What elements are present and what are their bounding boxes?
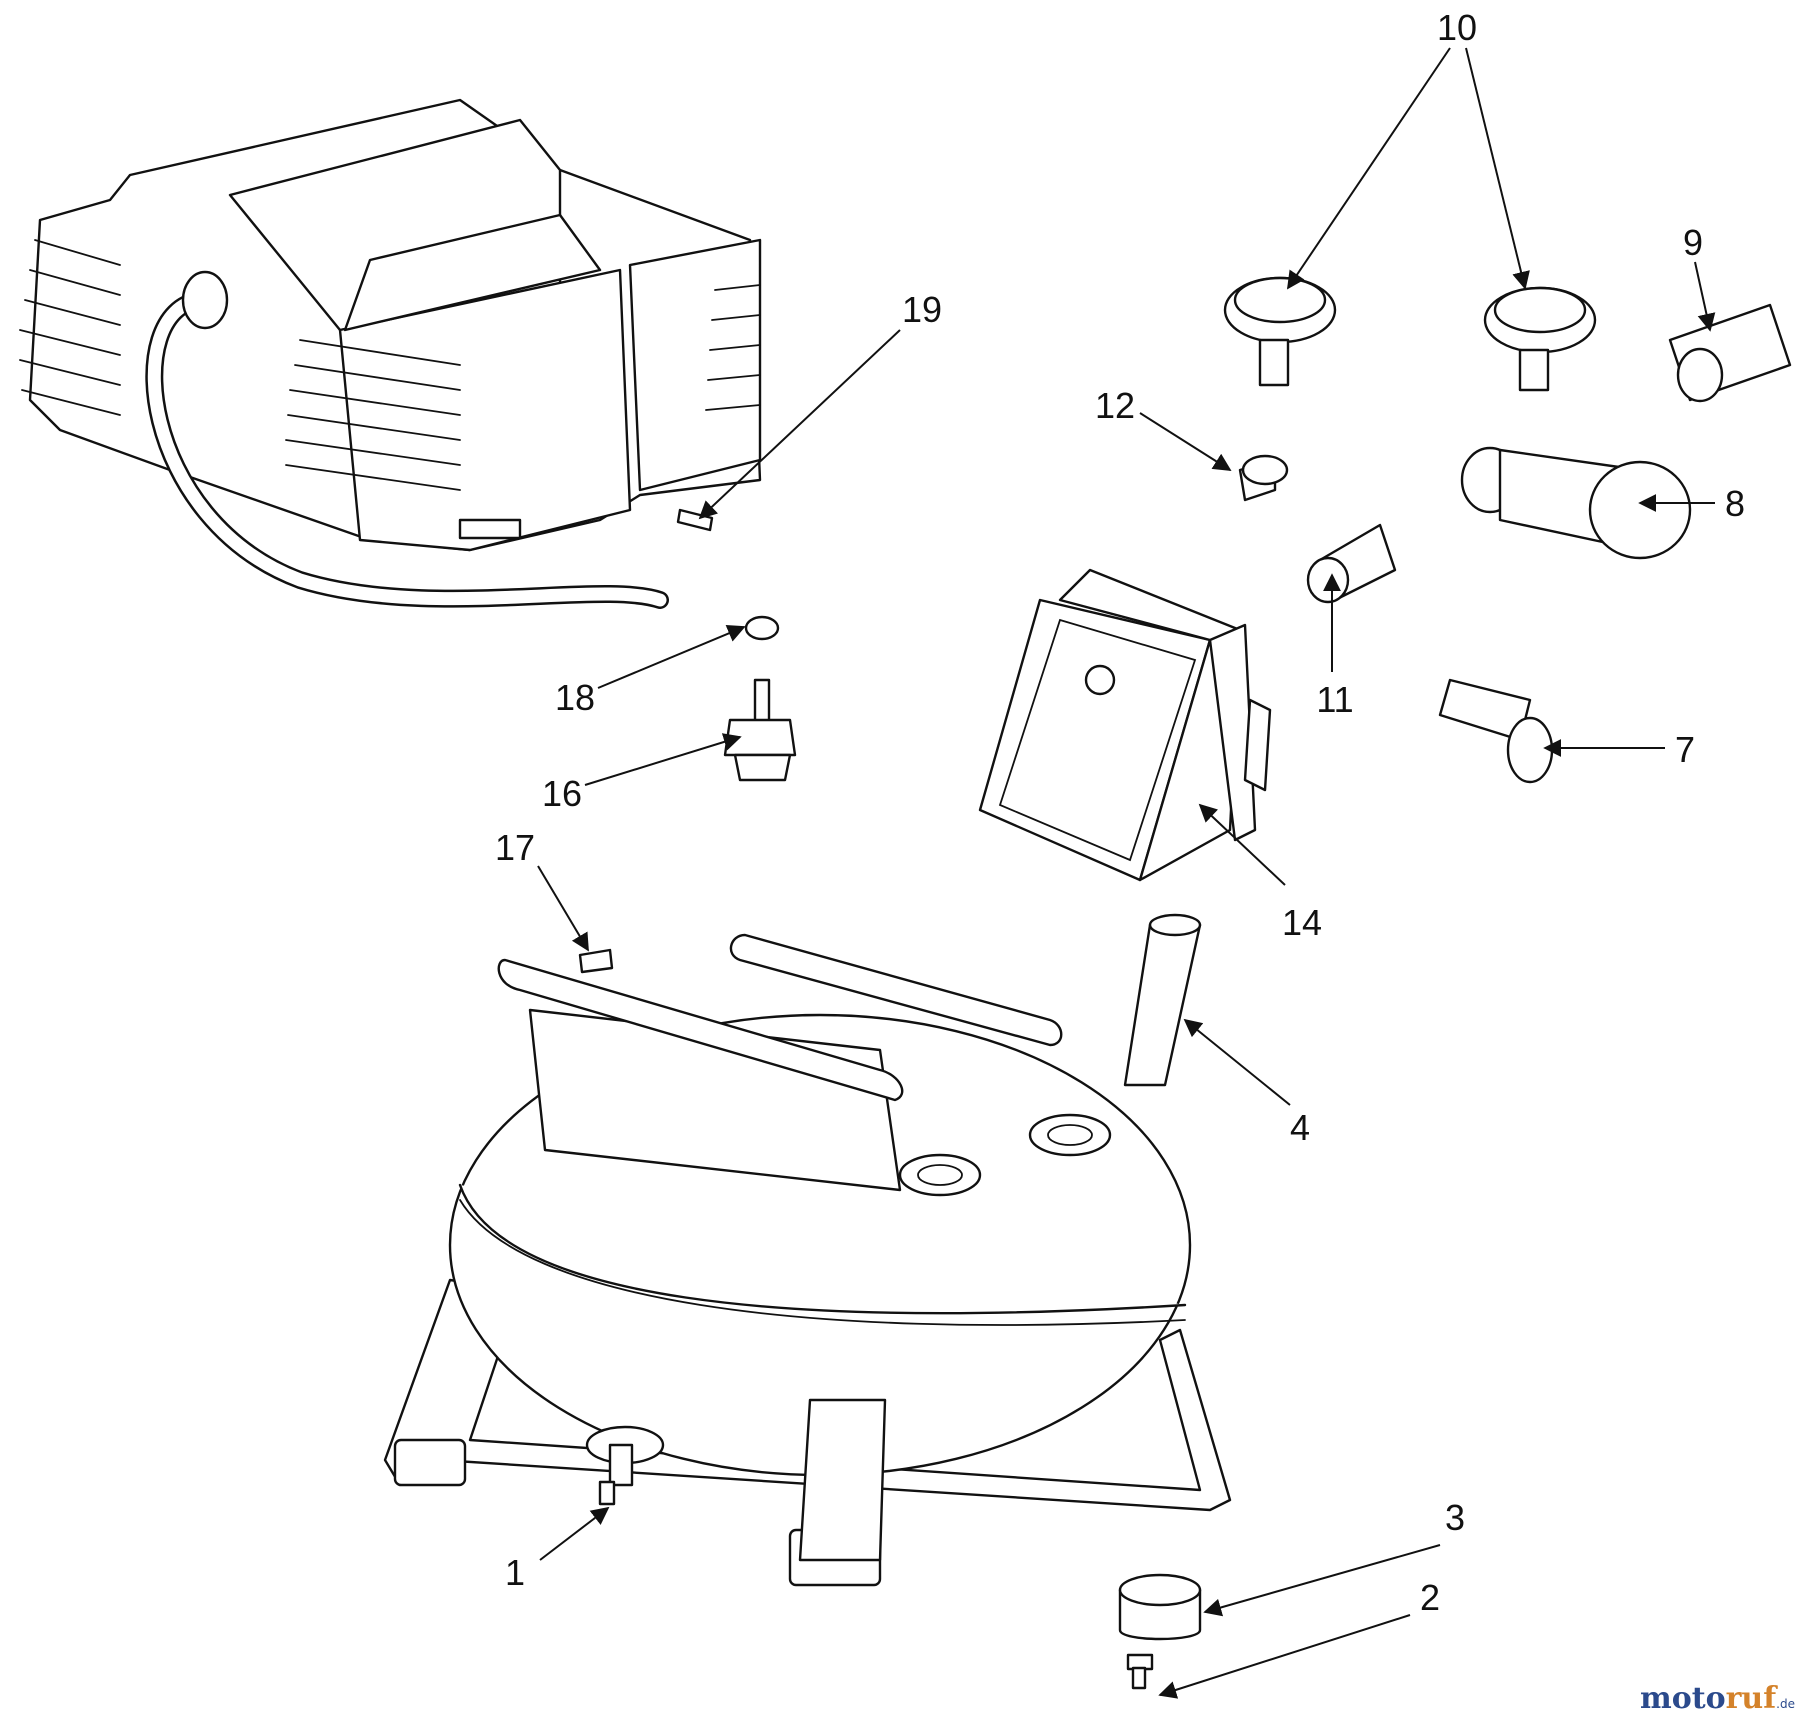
shroud-vents-right <box>705 284 761 411</box>
part-nipple-4 <box>1123 913 1202 1087</box>
watermark-ruf: ruf <box>1726 1681 1779 1716</box>
callout-8: 8 <box>1725 483 1745 524</box>
callout-18: 18 <box>555 677 595 718</box>
part-fitting-16 <box>723 678 797 782</box>
shroud-vents-left <box>19 239 121 416</box>
callout-1: 1 <box>505 1552 525 1593</box>
part-pressure-switch-14 <box>978 568 1272 882</box>
callout-10: 10 <box>1437 7 1477 48</box>
callout-16: 16 <box>542 773 582 814</box>
part-coupler-9 <box>1668 303 1792 403</box>
part-screw-2 <box>1126 1653 1154 1690</box>
callout-19: 19 <box>902 289 942 330</box>
leader-14 <box>1198 803 1286 886</box>
part-fitting-11 <box>1306 523 1397 604</box>
leader-1 <box>539 1506 610 1561</box>
part-rubber-foot-3 <box>1118 1573 1202 1641</box>
leader-12 <box>1139 412 1232 471</box>
leader-17 <box>537 865 589 952</box>
part-gauges-10 <box>1223 276 1597 392</box>
callout-4: 4 <box>1290 1107 1310 1148</box>
leader-10a <box>1286 47 1451 290</box>
leader-10b <box>1465 47 1530 290</box>
leader-9 <box>1694 261 1716 332</box>
leader-19 <box>698 329 901 520</box>
callout-12: 12 <box>1095 385 1135 426</box>
callout-17: 17 <box>495 827 535 868</box>
watermark-moto: moto <box>1640 1681 1726 1716</box>
shroud-vents-center <box>285 339 461 491</box>
part-safety-valve-7 <box>1438 678 1554 784</box>
callout-labels: 1 2 3 4 7 8 9 10 11 12 14 16 17 18 19 <box>495 7 1745 1618</box>
svg-text:motoruf.de: motoruf.de <box>1640 1681 1795 1716</box>
watermark-logo: motoruf.de <box>1640 1681 1795 1716</box>
leader-4 <box>1183 1018 1291 1106</box>
callout-9: 9 <box>1683 222 1703 263</box>
part-screw-19 <box>676 508 714 532</box>
part-filter-8 <box>1460 446 1692 560</box>
callout-7: 7 <box>1675 729 1695 770</box>
part-bushing-12 <box>1238 454 1289 502</box>
callout-11: 11 <box>1316 679 1353 720</box>
air-tank <box>383 933 1232 1587</box>
air-hose-inner <box>147 293 667 607</box>
leader-16 <box>584 733 742 786</box>
watermark-suffix: .de <box>1776 1697 1795 1711</box>
leader-18 <box>597 624 746 689</box>
leader-2 <box>1158 1614 1411 1699</box>
part-nut-18 <box>744 615 780 641</box>
callout-3: 3 <box>1445 1497 1465 1538</box>
leader-3 <box>1203 1544 1441 1617</box>
leader-lines <box>537 47 1716 1699</box>
motor-shroud <box>19 98 762 609</box>
callout-2: 2 <box>1420 1577 1440 1618</box>
callout-14: 14 <box>1282 902 1322 943</box>
part-pad-17 <box>578 948 614 974</box>
part-drain-valve-1 <box>598 1480 616 1506</box>
